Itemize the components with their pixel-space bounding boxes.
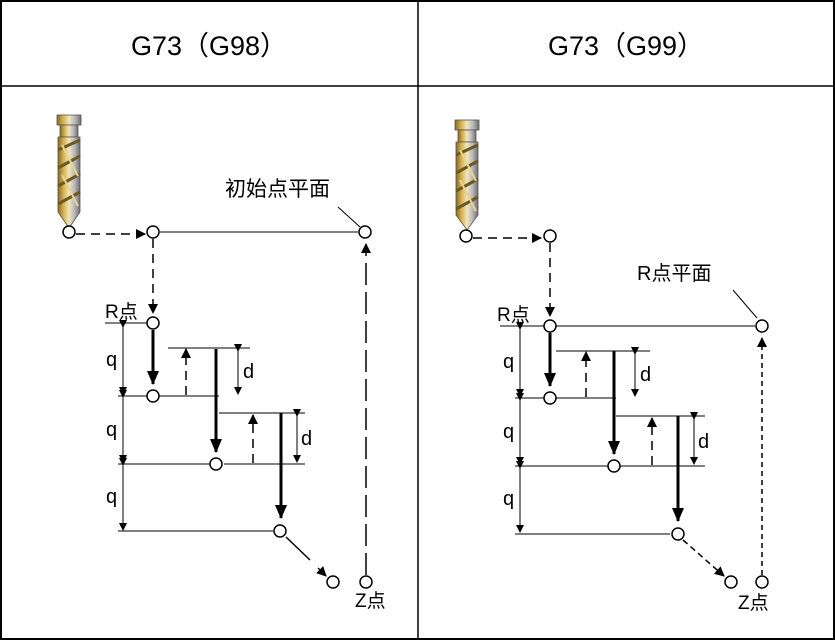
header-g99: G73（G99） bbox=[547, 30, 705, 61]
initial-plane-label: 初始点平面 bbox=[225, 177, 330, 201]
q-label-1: q bbox=[106, 349, 117, 371]
header-g98: G73（G98） bbox=[130, 30, 288, 61]
q-label-2: q bbox=[106, 419, 117, 441]
d-label-2: d bbox=[301, 428, 312, 450]
d-label-1: d bbox=[243, 361, 254, 383]
q-label-2: q bbox=[503, 421, 514, 443]
q-label-1: q bbox=[503, 351, 514, 373]
r-plane-label: R点平面 bbox=[637, 262, 711, 285]
q-label-3: q bbox=[106, 486, 117, 508]
d-label-2: d bbox=[698, 431, 709, 453]
z-point-label: Z点 bbox=[355, 590, 386, 612]
left-panel-diagram: 初始点平面 R点 q q q bbox=[56, 114, 386, 612]
d-label-1: d bbox=[640, 364, 651, 386]
z-point-label: Z点 bbox=[738, 592, 769, 614]
drill-bit-icon bbox=[56, 114, 82, 229]
right-panel-diagram: R点 R点平面 q q q bbox=[454, 119, 769, 614]
q-label-3: q bbox=[503, 488, 514, 510]
drill-bit-icon bbox=[454, 119, 480, 231]
r-point-label: R点 bbox=[105, 301, 138, 323]
r-point-label: R点 bbox=[497, 304, 530, 326]
